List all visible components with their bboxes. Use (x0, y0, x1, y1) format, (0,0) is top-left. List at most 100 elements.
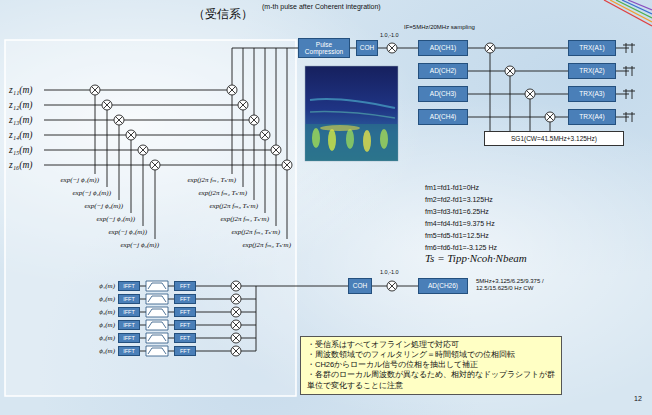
signal-name: exp(j2π fₘ₄ Tₛ·m) (220, 215, 269, 223)
note-text: ・CH26からローカル信号の位相を抽出して補正 (307, 360, 555, 370)
phase-feed (95, 95, 155, 239)
stripe (622, 0, 652, 14)
box-label: AD(CH2) (430, 67, 456, 74)
multiplier (231, 346, 241, 356)
box-label: FFT (180, 348, 190, 354)
ifft-box: IFFT (118, 320, 140, 330)
formula: Ts = Tipp·Ncoh·Nbeam (425, 252, 527, 265)
receiver-frame (5, 40, 296, 396)
antenna-symbols (616, 43, 635, 122)
page-number: 12 (634, 395, 642, 403)
note-box: ・受信系はすべてオフライン処理で対応可・周波数領域でのフィルタリング＝時間領域で… (300, 336, 562, 395)
adc-box: AD(CH4) (418, 109, 468, 125)
multiplier (505, 66, 515, 76)
annotation: fm1=fd1-fd1=0Hz (425, 184, 479, 192)
if-chain (378, 48, 418, 49)
adc-box: AD(CH3) (418, 86, 468, 102)
signal-name: ϕ₄(m) (99, 321, 115, 329)
box-label: FFT (180, 309, 190, 315)
transceiver-box: TRX(A2) (568, 63, 616, 79)
filter-boxes (146, 281, 168, 356)
spectrogram-blob (320, 125, 360, 131)
spectrogram-streak (310, 99, 395, 108)
box-label: TRX(A3) (579, 90, 604, 97)
multiplier (525, 89, 535, 99)
signal-name: z₁₂(m) (9, 100, 33, 111)
fft-box: FFT (174, 294, 196, 304)
multiplier (238, 100, 248, 110)
transceiver-box: TRX(A4) (568, 109, 616, 125)
signal-name: exp(j2π fₘ₁ Tₛ·m) (187, 176, 236, 184)
signal-wires (44, 43, 635, 351)
multiplier (90, 85, 100, 95)
box-label: SG1(CW=41.5MHz+3.125Hz) (511, 135, 597, 142)
box-label: TRX(A2) (579, 67, 604, 74)
stripe (610, 0, 652, 22)
box-label: Pulse Compression (300, 41, 348, 55)
signal-name: z₁₁(m) (9, 85, 33, 96)
spectrogram-image (305, 66, 398, 161)
box-label: AD(CH4) (430, 113, 456, 120)
fft-box: FFT (174, 320, 196, 330)
annotation: (m-th pulse after Coherent integration) (262, 3, 381, 11)
ifft-box: IFFT (118, 281, 140, 291)
box-label: TRX(A4) (579, 113, 604, 120)
multiplier (231, 294, 241, 304)
slide-title: （受信系） (193, 8, 253, 22)
signal-name: ϕ₆(m) (99, 347, 115, 355)
multiplier (150, 160, 160, 170)
transceiver-box: TRX(A1) (568, 40, 616, 56)
adc-box: AD(CH2) (418, 63, 468, 79)
annotation: fm4=fd4-fd1=9.375 Hz (425, 220, 495, 228)
filter-shapes (148, 283, 166, 354)
annotation: fm3=fd3-fd1=6.25Hz (425, 208, 489, 216)
ifft-box: IFFT (118, 294, 140, 304)
box-label: AD(CH26) (428, 282, 458, 289)
box-label: IFFT (123, 283, 135, 289)
signal-name: z₁₅(m) (9, 145, 33, 156)
multiplier (282, 160, 292, 170)
box-label: IFFT (123, 348, 135, 354)
multiplier (227, 85, 237, 95)
spectrogram-blob (380, 129, 388, 149)
signal-name: exp(−j ϕ₁(m)) (60, 176, 99, 184)
multiplier (545, 112, 555, 122)
box-label: IFFT (123, 309, 135, 315)
signal-name: z₁₆(m) (9, 160, 33, 171)
annotation: fm2=fd2-fd1=3.125Hz (425, 196, 493, 204)
spectrogram-blob (346, 129, 354, 149)
ifft-box: IFFT (118, 346, 140, 356)
box-label: IFFT (123, 322, 135, 328)
box-label: FFT (180, 322, 190, 328)
signal-name: exp(−j ϕ₄(m)) (96, 215, 135, 223)
multiplier (231, 307, 241, 317)
box-label: FFT (180, 296, 190, 302)
annotation: IF=5MHz/20MHz sampling (404, 24, 475, 31)
sg-feed (490, 53, 550, 131)
annotation: fm6=fd6-fd1=-3.125 Hz (425, 244, 497, 252)
multiplier (271, 145, 281, 155)
box-label: FFT (180, 335, 190, 341)
note-text: ・各群のローカル周波数が異なるため、相対的なドップラシフトが群単位で変化すること… (307, 370, 555, 390)
signal-name: exp(−j ϕ₃(m)) (84, 202, 123, 210)
gain-value: 1.0,-1.0 (380, 32, 399, 38)
adc-box: AD(CH26) (418, 278, 468, 294)
signal-name: exp(j2π fₘ₂ Tₛ·m) (198, 189, 247, 197)
adc-box: AD(CH1) (418, 40, 468, 56)
multiplier (138, 145, 148, 155)
multiplier (231, 333, 241, 343)
gain-value: 1.0,-1.0 (380, 269, 399, 275)
multiplier (249, 115, 259, 125)
note-text: ・周波数領域でのフィルタリング＝時間領域での位相回転 (307, 350, 555, 360)
spectrogram-blob (363, 130, 371, 152)
multiplier (231, 320, 241, 330)
spectrogram-ground (305, 66, 398, 161)
process-box: COH (356, 40, 378, 56)
spectrogram-blob (312, 128, 320, 148)
ifft-box: IFFT (118, 307, 140, 317)
signal-name: ϕ₂(m) (99, 295, 115, 303)
signal-name: exp(−j ϕ₆(m)) (120, 241, 159, 249)
signal-name: exp(j2π fₘ₅ Tₛ·m) (231, 228, 280, 236)
signal-name: z₁₃(m) (9, 115, 33, 126)
